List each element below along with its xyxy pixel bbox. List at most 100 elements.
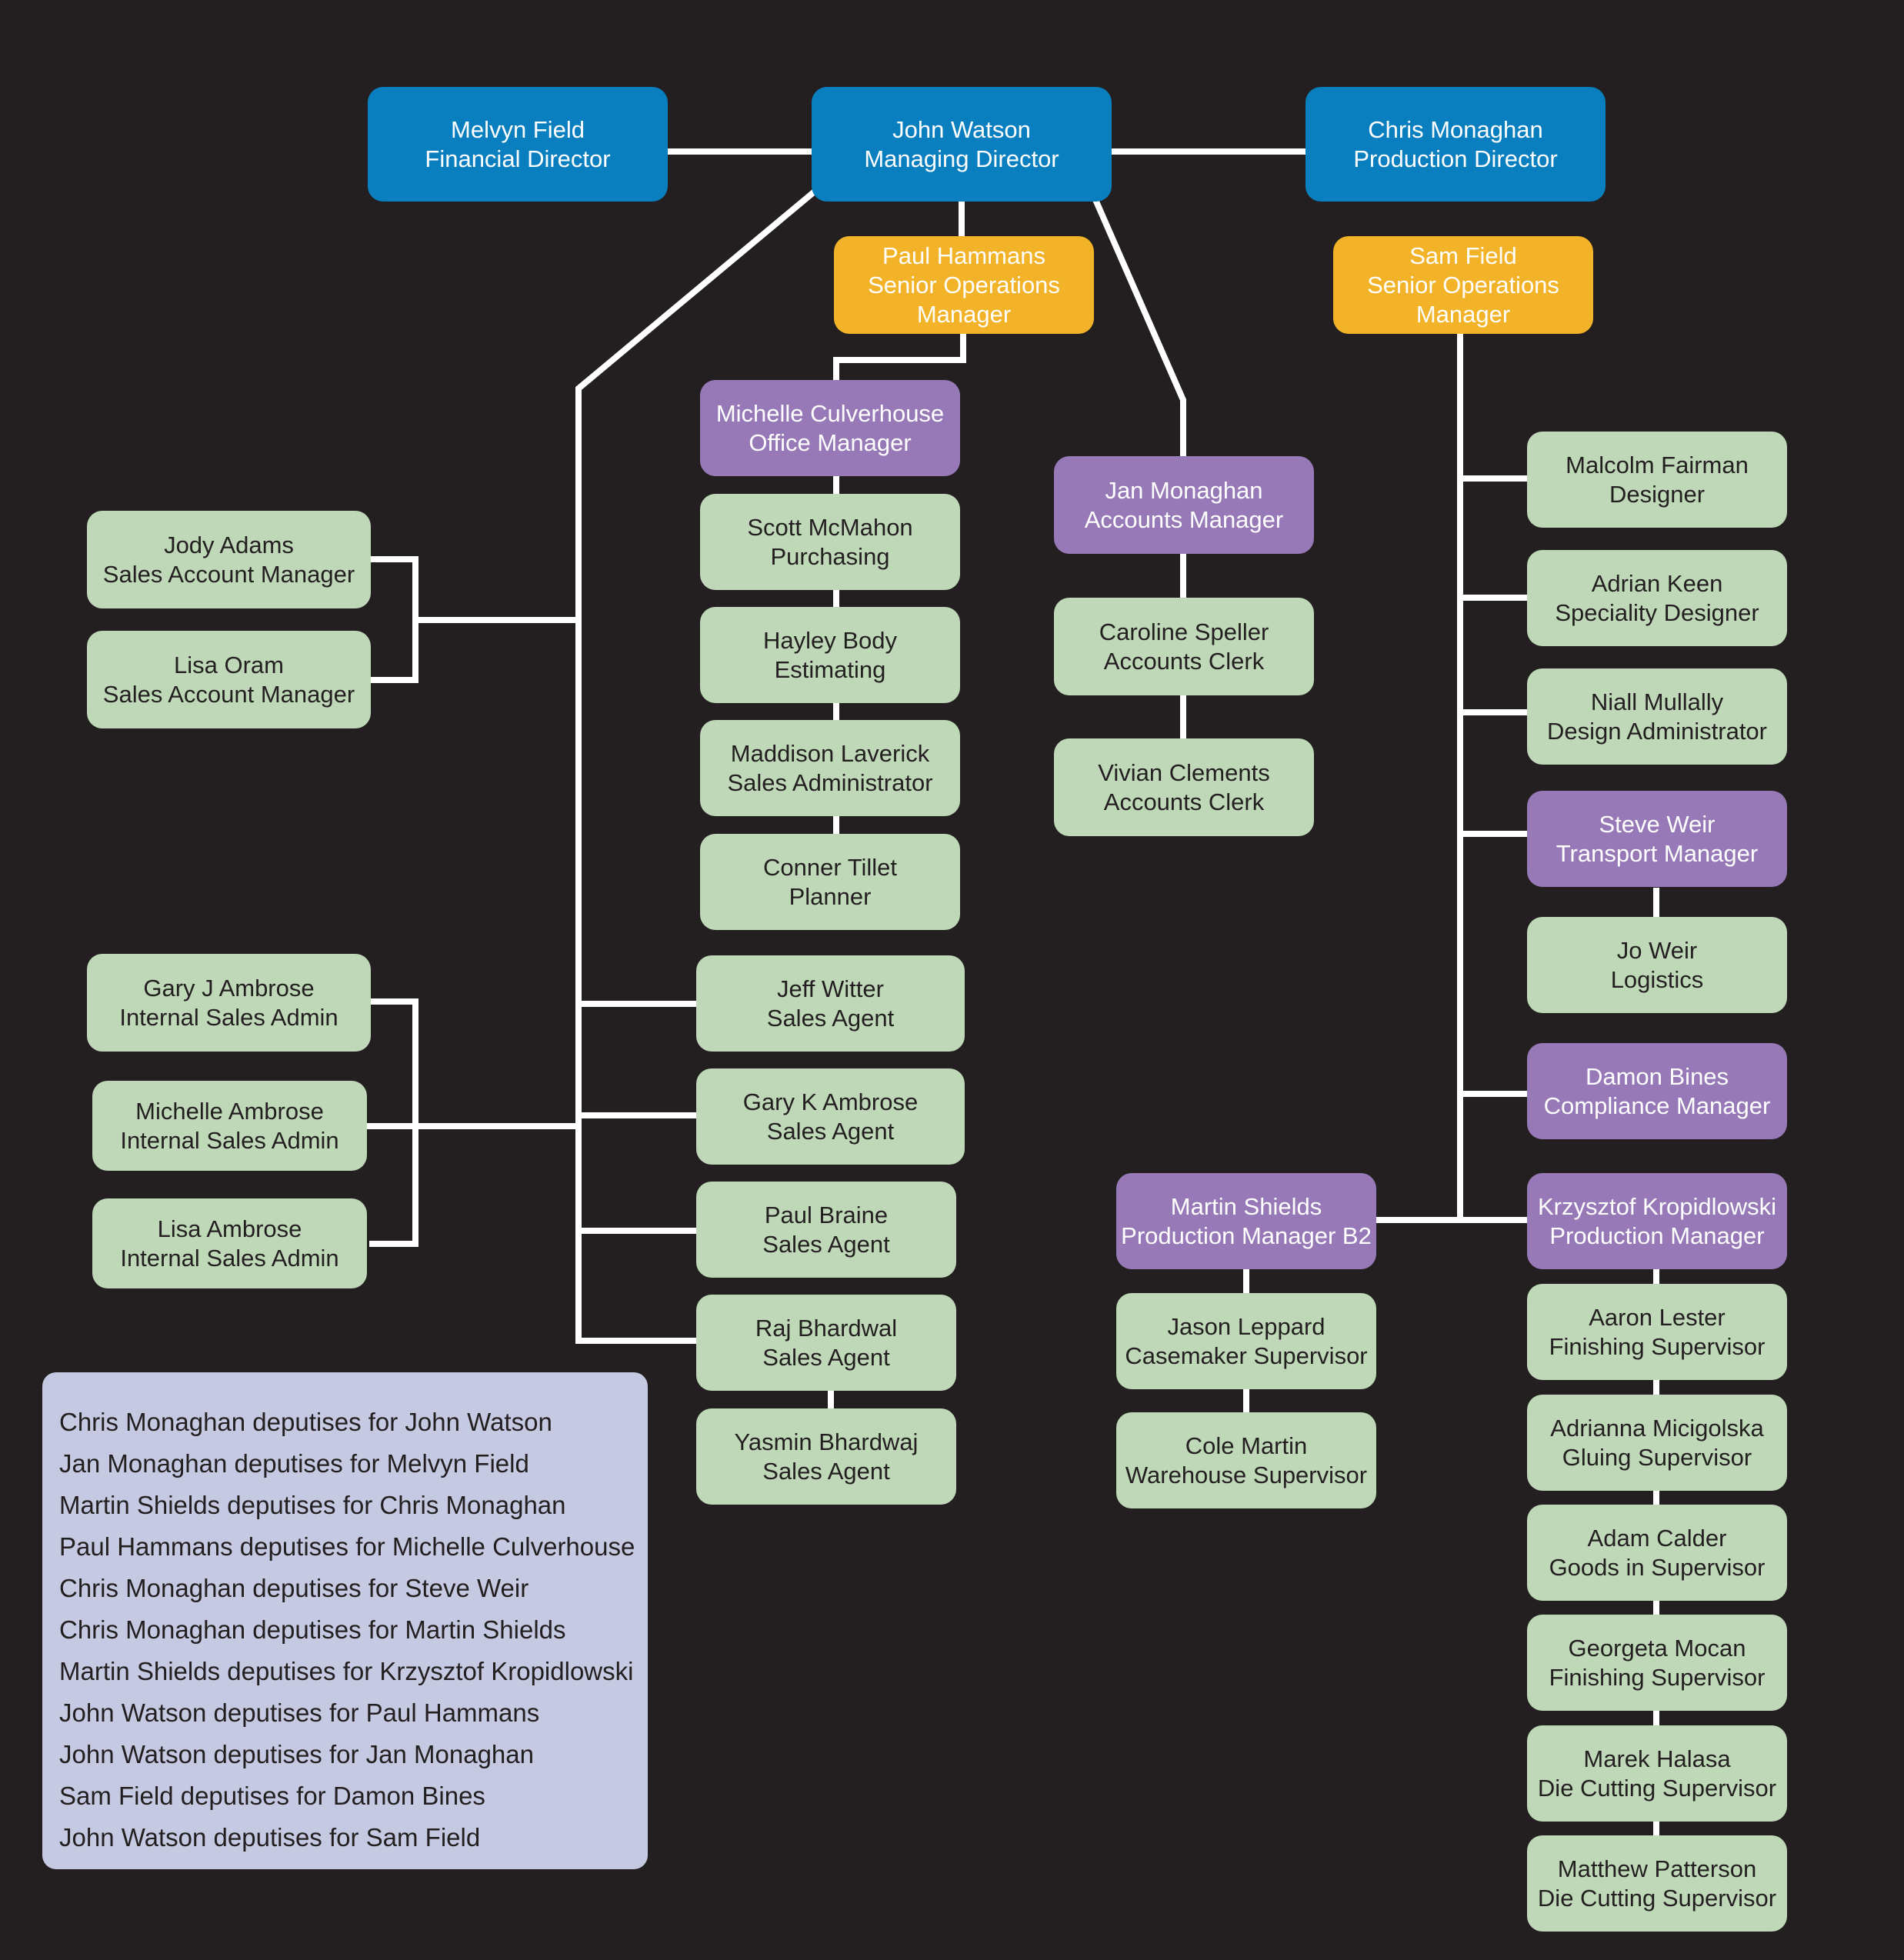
node-michelle-culverhouse: Michelle Culverhouse Office Manager <box>700 380 960 476</box>
deputy-line: Martin Shields deputises for Krzysztof K… <box>59 1657 634 1685</box>
node-name: Michelle Ambrose <box>135 1097 324 1125</box>
node-role: Sales Agent <box>762 1230 890 1258</box>
node-role: Senior Operations <box>868 271 1060 298</box>
deputy-line: John Watson deputises for Sam Field <box>59 1823 481 1852</box>
node-name: Jason Leppard <box>1167 1312 1325 1340</box>
deputy-line: Paul Hammans deputises for Michelle Culv… <box>59 1532 635 1561</box>
node-role: Sales Agent <box>766 1004 895 1032</box>
node-role: Estimating <box>774 655 886 683</box>
deputy-line: Chris Monaghan deputises for Martin Shie… <box>59 1615 566 1644</box>
node-name: Matthew Patterson <box>1557 1855 1757 1882</box>
node-name: Gary J Ambrose <box>143 974 315 1002</box>
node-name: Paul Braine <box>764 1201 889 1228</box>
node-name: Aaron Lester <box>1589 1303 1726 1331</box>
node-name: Gary K Ambrose <box>742 1088 919 1115</box>
node-role: Casemaker Supervisor <box>1125 1342 1368 1369</box>
node-role: Die Cutting Supervisor <box>1537 1884 1777 1912</box>
node-name: Marek Halasa <box>1583 1745 1731 1772</box>
node-damon-bines: Damon Bines Compliance Manager <box>1527 1043 1787 1139</box>
node-role: Design Administrator <box>1546 717 1767 745</box>
node-role: Sales Agent <box>766 1117 895 1145</box>
node-role: Logistics <box>1610 965 1704 993</box>
node-gary-j-ambrose: Gary J Ambrose Internal Sales Admin <box>87 954 371 1052</box>
node-jeff-witter: Jeff Witter Sales Agent <box>696 955 965 1052</box>
node-jody-adams: Jody Adams Sales Account Manager <box>87 511 371 608</box>
node-role-line2: Manager <box>916 300 1012 328</box>
node-name: Maddison Laverick <box>730 739 930 767</box>
node-matthew-patterson: Matthew Patterson Die Cutting Supervisor <box>1527 1835 1787 1932</box>
node-raj-bhardwal: Raj Bhardwal Sales Agent <box>696 1295 956 1391</box>
node-caroline-speller: Caroline Speller Accounts Clerk <box>1054 598 1314 695</box>
node-role: Planner <box>789 882 872 910</box>
node-role: Internal Sales Admin <box>120 1126 339 1154</box>
node-role: Compliance Manager <box>1543 1092 1771 1119</box>
node-name: Melvyn Field <box>451 115 585 143</box>
node-martin-shields: Martin Shields Production Manager B2 <box>1116 1173 1376 1269</box>
node-name: Chris Monaghan <box>1368 115 1543 143</box>
node-name: Adrianna Micigolska <box>1550 1414 1764 1442</box>
node-role: Speciality Designer <box>1555 598 1759 626</box>
node-jo-weir: Jo Weir Logistics <box>1527 917 1787 1013</box>
node-name: Lisa Ambrose <box>157 1215 302 1242</box>
node-name: Krzysztof Kropidlowski <box>1537 1192 1777 1220</box>
node-chris-monaghan: Chris Monaghan Production Director <box>1305 87 1606 202</box>
node-krzysztof-kropidlowski: Krzysztof Kropidlowski Production Manage… <box>1527 1173 1787 1269</box>
node-vivian-clements: Vivian Clements Accounts Clerk <box>1054 738 1314 836</box>
node-role: Sales Agent <box>762 1457 890 1485</box>
node-role: Accounts Clerk <box>1103 788 1265 815</box>
node-yasmin-bhardwaj: Yasmin Bhardwaj Sales Agent <box>696 1408 956 1505</box>
node-lisa-ambrose: Lisa Ambrose Internal Sales Admin <box>92 1198 367 1288</box>
node-name: Jody Adams <box>164 531 294 558</box>
node-name: Yasmin Bhardwaj <box>734 1428 919 1455</box>
node-melvyn-field: Melvyn Field Financial Director <box>368 87 668 202</box>
node-role: Internal Sales Admin <box>119 1003 338 1031</box>
node-marek-halasa: Marek Halasa Die Cutting Supervisor <box>1527 1725 1787 1822</box>
node-name: Jan Monaghan <box>1105 476 1263 504</box>
deputy-line: John Watson deputises for Paul Hammans <box>59 1698 540 1727</box>
node-role: Designer <box>1609 480 1706 508</box>
node-role: Sales Account Manager <box>102 560 355 588</box>
node-conner-tillet: Conner Tillet Planner <box>700 834 960 930</box>
node-steve-weir: Steve Weir Transport Manager <box>1527 791 1787 887</box>
node-role: Production Manager <box>1549 1222 1765 1249</box>
node-georgeta-mocan: Georgeta Mocan Finishing Supervisor <box>1527 1615 1787 1711</box>
node-role: Accounts Manager <box>1084 505 1284 533</box>
node-name: John Watson <box>892 115 1031 143</box>
node-role: Financial Director <box>425 145 611 172</box>
node-name: Malcolm Fairman <box>1566 451 1749 478</box>
deputy-line: Chris Monaghan deputises for John Watson <box>59 1408 552 1436</box>
node-jan-monaghan: Jan Monaghan Accounts Manager <box>1054 456 1314 554</box>
node-scott-mcmahon: Scott McMahon Purchasing <box>700 494 960 590</box>
deputies-panel: Chris Monaghan deputises for John Watson… <box>42 1372 648 1869</box>
node-role: Gluing Supervisor <box>1562 1443 1752 1471</box>
node-paul-braine: Paul Braine Sales Agent <box>696 1182 956 1278</box>
node-role: Managing Director <box>864 145 1059 172</box>
node-role: Sales Account Manager <box>102 680 355 708</box>
node-niall-mullally: Niall Mullally Design Administrator <box>1527 668 1787 765</box>
node-name: Hayley Body <box>762 626 898 654</box>
node-role: Die Cutting Supervisor <box>1537 1774 1777 1802</box>
deputy-line: John Watson deputises for Jan Monaghan <box>59 1740 534 1768</box>
node-adrian-keen: Adrian Keen Speciality Designer <box>1527 550 1787 646</box>
node-role: Accounts Clerk <box>1103 647 1265 675</box>
node-michelle-ambrose: Michelle Ambrose Internal Sales Admin <box>92 1081 367 1171</box>
node-aaron-lester: Aaron Lester Finishing Supervisor <box>1527 1284 1787 1380</box>
deputy-line: Sam Field deputises for Damon Bines <box>59 1782 485 1810</box>
node-role: Goods in Supervisor <box>1549 1553 1766 1581</box>
node-name: Sam Field <box>1409 242 1517 269</box>
node-name: Georgeta Mocan <box>1568 1634 1746 1662</box>
node-role: Purchasing <box>770 542 890 570</box>
node-role: Transport Manager <box>1556 839 1759 867</box>
node-cole-martin: Cole Martin Warehouse Supervisor <box>1116 1412 1376 1508</box>
node-gary-k-ambrose: Gary K Ambrose Sales Agent <box>696 1068 965 1165</box>
node-jason-leppard: Jason Leppard Casemaker Supervisor <box>1116 1293 1376 1389</box>
node-name: Martin Shields <box>1170 1192 1322 1220</box>
node-name: Conner Tillet <box>762 853 898 881</box>
node-role: Production Manager B2 <box>1121 1222 1372 1249</box>
node-name: Caroline Speller <box>1099 618 1269 645</box>
node-name: Adrian Keen <box>1591 569 1723 597</box>
node-name: Scott McMahon <box>747 513 913 541</box>
node-name: Cole Martin <box>1185 1432 1308 1459</box>
node-lisa-oram: Lisa Oram Sales Account Manager <box>87 631 371 728</box>
